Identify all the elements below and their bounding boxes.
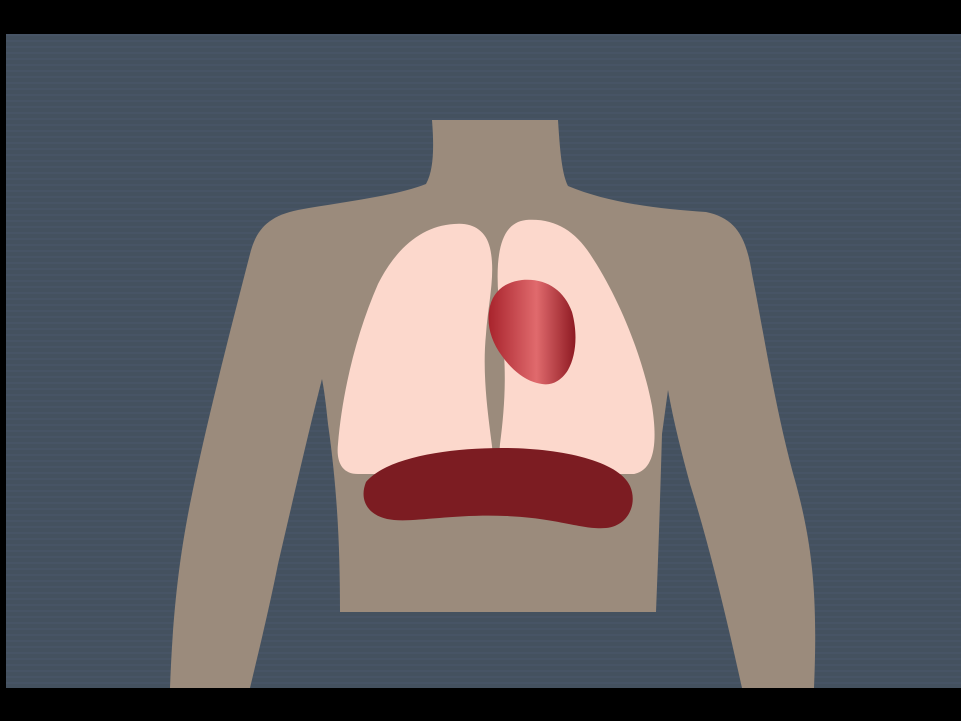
animation-stage	[6, 34, 961, 688]
letterbox-bottom	[0, 688, 961, 721]
letterbox-top	[0, 0, 961, 34]
background-stripe	[6, 118, 961, 120]
background-stripe	[6, 64, 961, 66]
background-stripe	[6, 628, 961, 630]
background-stripe	[6, 640, 961, 642]
background-stripe	[6, 646, 961, 648]
background-stripe	[6, 40, 961, 42]
background-stripe	[6, 676, 961, 678]
background-stripe	[6, 70, 961, 72]
background-stripe	[6, 622, 961, 624]
background-stripe	[6, 82, 961, 84]
background-stripe	[6, 658, 961, 660]
background-stripe	[6, 112, 961, 114]
background-stripe	[6, 46, 961, 48]
background-stripe	[6, 100, 961, 102]
background-stripe	[6, 652, 961, 654]
background-stripe	[6, 76, 961, 78]
background-stripe	[6, 94, 961, 96]
background-stripe	[6, 682, 961, 684]
anatomy-illustration	[6, 34, 961, 688]
background-stripe	[6, 664, 961, 666]
background-stripe	[6, 106, 961, 108]
background-stripe	[6, 34, 961, 36]
background-stripe	[6, 88, 961, 90]
background-stripe	[6, 616, 961, 618]
background-stripe	[6, 58, 961, 60]
background-stripe	[6, 634, 961, 636]
background-stripe	[6, 52, 961, 54]
background-stripe	[6, 670, 961, 672]
